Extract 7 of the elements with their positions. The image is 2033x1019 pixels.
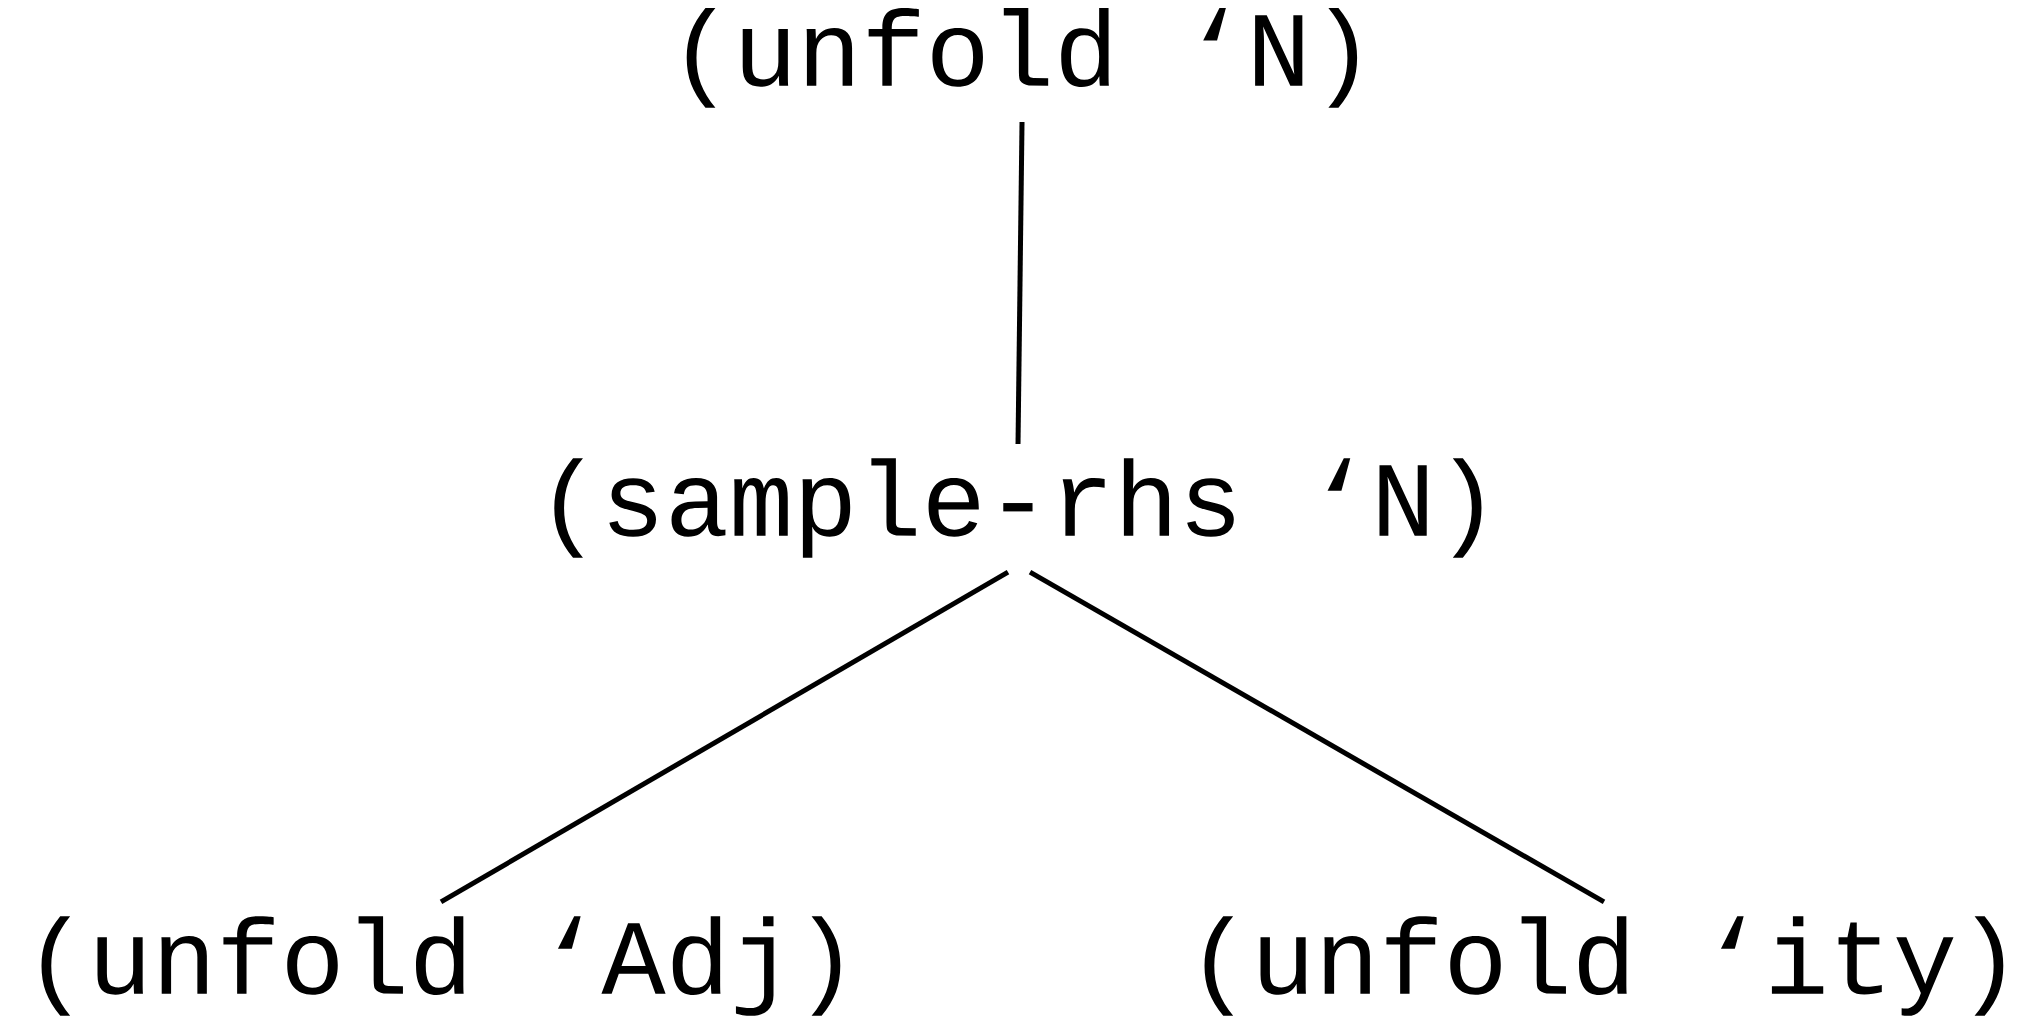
tree-edge — [1028, 569, 1606, 905]
tree-edge — [1015, 122, 1025, 444]
tree-node-text: (unfold ‘ity) — [1204, 916, 2004, 1016]
tree-node-text: (sample-rhs ‘N) — [554, 458, 1482, 558]
tree-node-text: (unfold ‘N) — [686, 8, 1358, 108]
tree-node-text: (unfold ‘Adj) — [41, 916, 841, 1016]
tree-edge — [439, 569, 1010, 905]
